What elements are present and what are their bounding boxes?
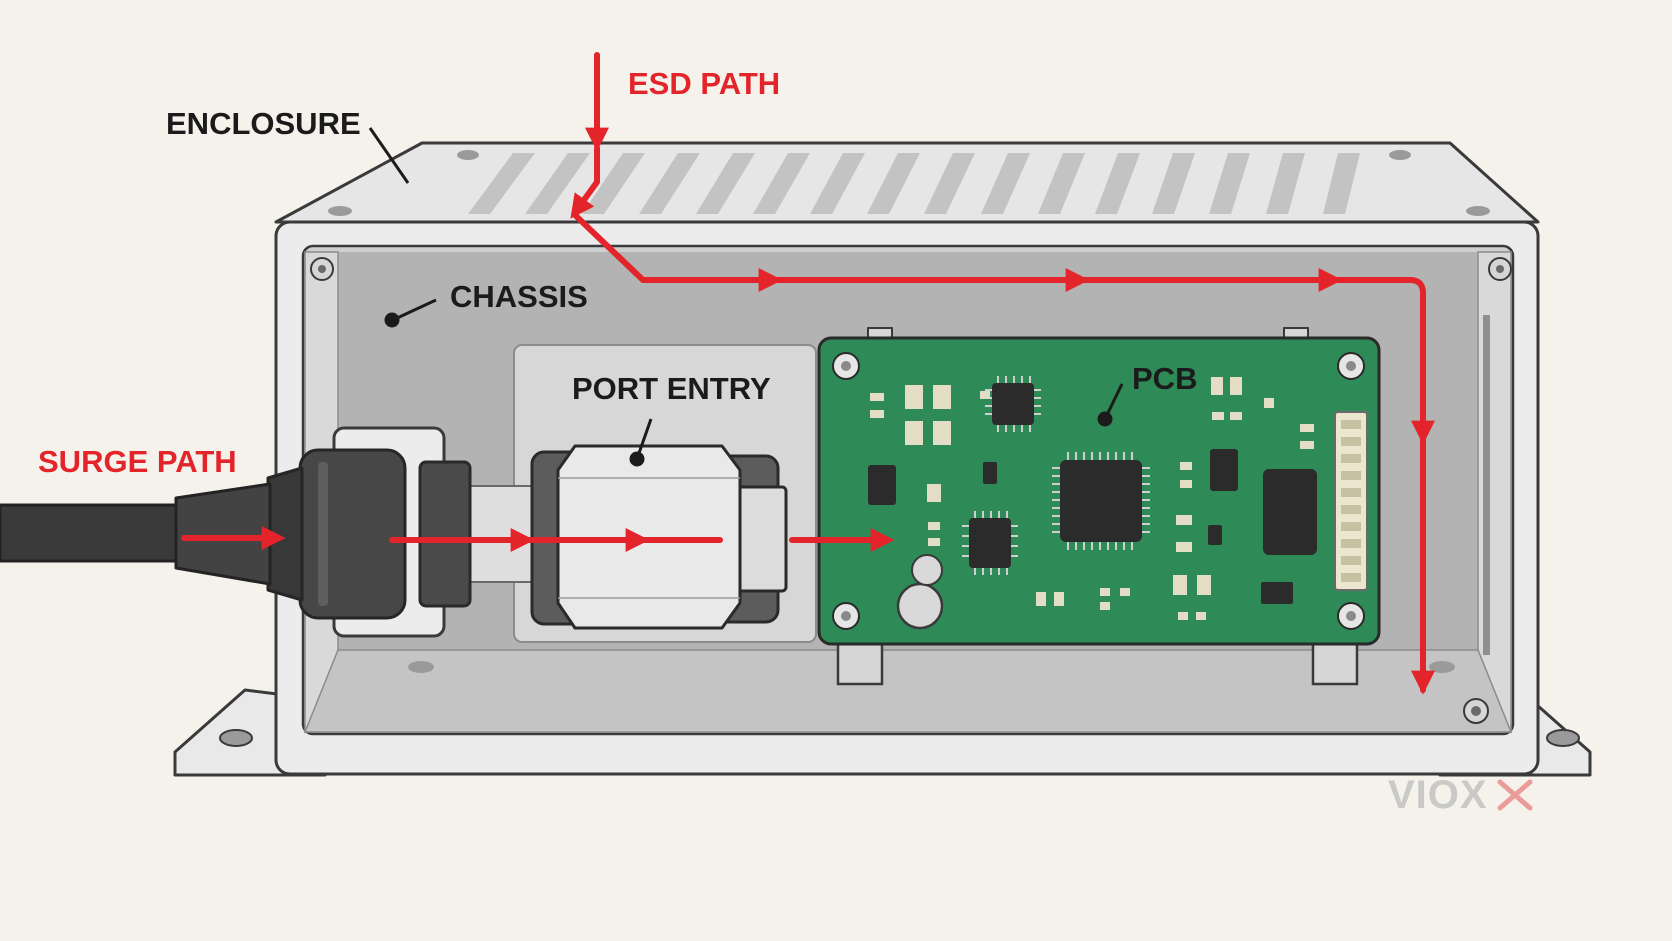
pcb — [817, 327, 1381, 686]
enclosure-label: ENCLOSURE — [166, 106, 361, 141]
floor-screw-hole — [1429, 661, 1455, 673]
lid-screw-hole — [328, 206, 352, 216]
surge-path-label: SURGE PATH — [38, 444, 237, 479]
floor-screw-hole — [408, 661, 434, 673]
capacitor — [896, 554, 944, 630]
passive-components — [870, 377, 1314, 620]
chip — [983, 462, 997, 484]
esd-path-label: ESD PATH — [628, 66, 780, 101]
esd-arrow-diagonal — [570, 145, 600, 219]
ferrite-body-shade — [558, 477, 740, 599]
header-connector — [1334, 411, 1368, 591]
port-entry-module — [464, 344, 817, 643]
gland-nut-highlight — [318, 462, 328, 606]
lid-screw-hole — [1466, 206, 1490, 216]
chip — [1210, 449, 1238, 491]
cable-boot — [174, 482, 272, 586]
enclosure-leader — [368, 127, 410, 184]
gland-cap — [266, 466, 304, 602]
esd-path-trace — [573, 213, 1426, 693]
pcb-label: PCB — [1132, 361, 1197, 396]
cable-gland — [266, 426, 472, 638]
small-ic — [985, 376, 1041, 432]
cable-sheath — [0, 503, 182, 563]
gland-nut — [298, 448, 407, 620]
pcb-leader — [1104, 383, 1124, 418]
logo-accent — [1497, 779, 1533, 811]
chip — [868, 465, 896, 505]
chassis-rail — [1483, 315, 1490, 655]
leader-lines — [368, 127, 1124, 467]
lid-screw-hole — [457, 150, 479, 160]
chassis-leader-dot — [384, 312, 400, 328]
flange-hole-left — [219, 729, 253, 747]
small-ic — [962, 511, 1018, 575]
pcb-leader-dot — [1097, 411, 1113, 427]
chassis-right-wall — [1477, 251, 1512, 734]
vent-slots — [468, 153, 1360, 214]
flange-hole-right — [1546, 729, 1580, 747]
chassis-label: CHASSIS — [450, 279, 588, 314]
viox-logo: VIOX — [1388, 773, 1533, 817]
surge-path-arrows — [181, 526, 895, 552]
cable — [0, 482, 272, 586]
port-entry-leader — [636, 418, 653, 457]
logo-text: VIOX — [1388, 773, 1488, 817]
pcb-standoff — [836, 640, 884, 686]
chassis-screw — [318, 265, 326, 273]
esd-path-arrows — [570, 52, 1435, 695]
port-entry-leader-dot — [629, 451, 645, 467]
chassis-leader — [394, 298, 437, 321]
ground-screw — [1471, 706, 1481, 716]
port-entry-connector-bar — [464, 485, 536, 583]
chassis-floor — [303, 649, 1513, 733]
pcb-standoff — [1311, 640, 1359, 686]
power-module — [1263, 469, 1317, 555]
chip — [1261, 582, 1293, 604]
port-entry-label: PORT ENTRY — [572, 371, 771, 406]
chip — [1208, 525, 1222, 545]
gland-inner-ring — [418, 460, 472, 608]
main-ic — [1052, 452, 1150, 550]
lid-screw-hole — [1389, 150, 1411, 160]
chassis-screw — [1496, 265, 1504, 273]
